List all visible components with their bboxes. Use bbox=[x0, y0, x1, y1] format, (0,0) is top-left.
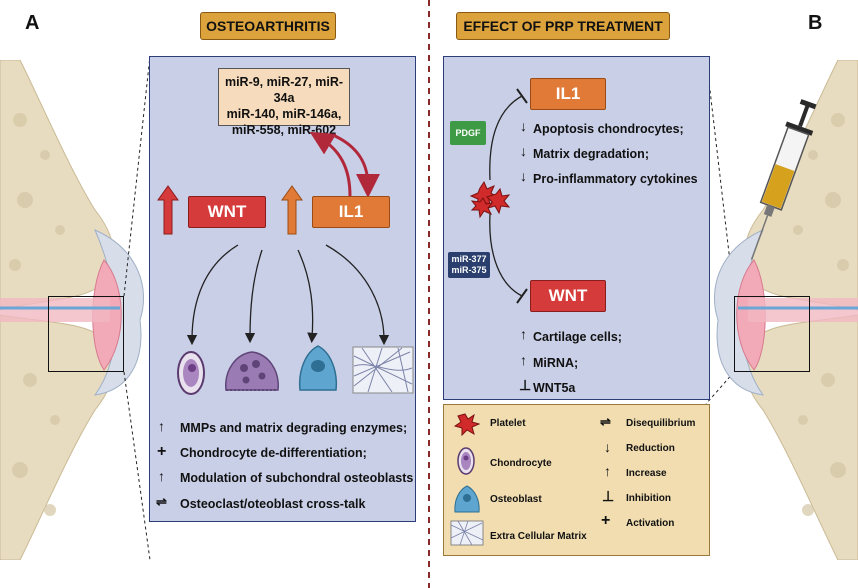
il1-effect-matrix: Matrix degradation; bbox=[533, 147, 649, 161]
legend-osteoblast: Osteoblast bbox=[490, 494, 542, 505]
legend-chondrocyte: Chondrocyte bbox=[490, 458, 552, 469]
legend-chondrocyte-icon bbox=[457, 447, 475, 475]
legend-activation: Activation bbox=[626, 518, 675, 529]
legend-activation-symbol: + bbox=[601, 512, 611, 529]
legend-inhibition-symbol: ⊥ bbox=[602, 488, 615, 504]
il1-effect-cytokines: Pro-inflammatory cytokines bbox=[533, 172, 698, 186]
knee-illustration-right bbox=[713, 60, 858, 560]
effect-osteoblasts: Modulation of subchondral osteoblasts bbox=[180, 471, 414, 485]
il1-effect-apoptosis: Apoptosis chondrocytes; bbox=[533, 122, 684, 136]
mirna-line-2: miR-140, miR-146a, bbox=[226, 107, 342, 121]
reduction-symbol-1: ↓ bbox=[520, 118, 527, 134]
legend-osteoblast-icon bbox=[454, 485, 480, 513]
legend-disequilibrium: Disequilibrium bbox=[626, 418, 696, 429]
platelet-cluster-icon bbox=[469, 180, 511, 219]
il1-box-right: IL1 bbox=[530, 78, 606, 110]
wnt-box-right: WNT bbox=[530, 280, 606, 312]
chondrocyte-icon bbox=[177, 351, 205, 395]
legend-disequilibrium-symbol: ⇌ bbox=[600, 414, 611, 429]
panel-label-b: B bbox=[808, 12, 823, 34]
mirna-tag-line-2: miR-375 bbox=[451, 265, 487, 275]
osteoclast-icon bbox=[225, 351, 279, 391]
increase-symbol: ↑ bbox=[158, 418, 165, 434]
increase-symbol-2: ↑ bbox=[158, 468, 165, 484]
effect-dedifferentiation: Chondrocyte de-differentiation; bbox=[180, 446, 367, 460]
effect-crosstalk: Osteoclast/oteoblast cross-talk bbox=[180, 497, 366, 511]
zoom-box-left bbox=[48, 296, 124, 372]
activation-symbol: + bbox=[157, 443, 167, 460]
mirna-line-1: miR-9, miR-27, miR-34a bbox=[224, 75, 344, 105]
legend-increase: Increase bbox=[626, 468, 667, 479]
legend-reduction: Reduction bbox=[626, 443, 675, 454]
prp-panel bbox=[443, 56, 710, 400]
knee-illustration-left bbox=[0, 60, 145, 560]
osteoarthritis-panel bbox=[149, 56, 416, 522]
il1-box-left: IL1 bbox=[312, 196, 390, 228]
legend-platelet-icon bbox=[454, 413, 480, 436]
il1-up-arrow bbox=[281, 185, 303, 235]
disequilibrium-symbol: ⇌ bbox=[156, 494, 167, 509]
effect-mmps: MMPs and matrix degrading enzymes; bbox=[180, 421, 408, 435]
panel-label-a: A bbox=[25, 12, 40, 34]
osteoblast-icon bbox=[298, 345, 338, 391]
mirna-tag: miR-377 miR-375 bbox=[448, 252, 490, 278]
zoom-box-right bbox=[734, 296, 810, 372]
legend-increase-symbol: ↑ bbox=[604, 463, 611, 479]
legend-platelet: Platelet bbox=[490, 418, 526, 429]
increase-symbol-right-1: ↑ bbox=[520, 326, 527, 342]
mirna-tag-line-1: miR-377 bbox=[451, 254, 487, 264]
wnt-effect-cartilage: Cartilage cells; bbox=[533, 330, 622, 344]
inhibition-symbol: ⊥ bbox=[519, 377, 532, 393]
extracellular-matrix-icon bbox=[352, 346, 414, 394]
title-osteoarthritis: OSTEOARTHRITIS bbox=[200, 12, 336, 40]
syringe-icon bbox=[750, 99, 817, 260]
legend-inhibition: Inhibition bbox=[626, 493, 671, 504]
mirna-box: miR-9, miR-27, miR-34a miR-140, miR-146a… bbox=[218, 68, 350, 137]
legend-ecm-icon bbox=[450, 520, 484, 546]
legend-box bbox=[443, 404, 710, 556]
wnt-box-left: WNT bbox=[188, 196, 266, 228]
legend-reduction-symbol: ↓ bbox=[604, 439, 611, 455]
left-arrows bbox=[157, 131, 390, 346]
legend-extracellular-matrix: Extra Cellular Matrix bbox=[490, 531, 587, 542]
pdgf-tag: PDGF bbox=[450, 121, 486, 145]
title-prp-treatment: EFFECT OF PRP TREATMENT bbox=[456, 12, 670, 40]
wnt-effect-mirna: MiRNA; bbox=[533, 356, 579, 370]
increase-symbol-right-2: ↑ bbox=[520, 352, 527, 368]
reduction-symbol-3: ↓ bbox=[520, 168, 527, 184]
wnt-up-arrow bbox=[157, 185, 179, 235]
reduction-symbol-2: ↓ bbox=[520, 143, 527, 159]
wnt-effect-wnt5a: WNT5a bbox=[533, 381, 576, 395]
